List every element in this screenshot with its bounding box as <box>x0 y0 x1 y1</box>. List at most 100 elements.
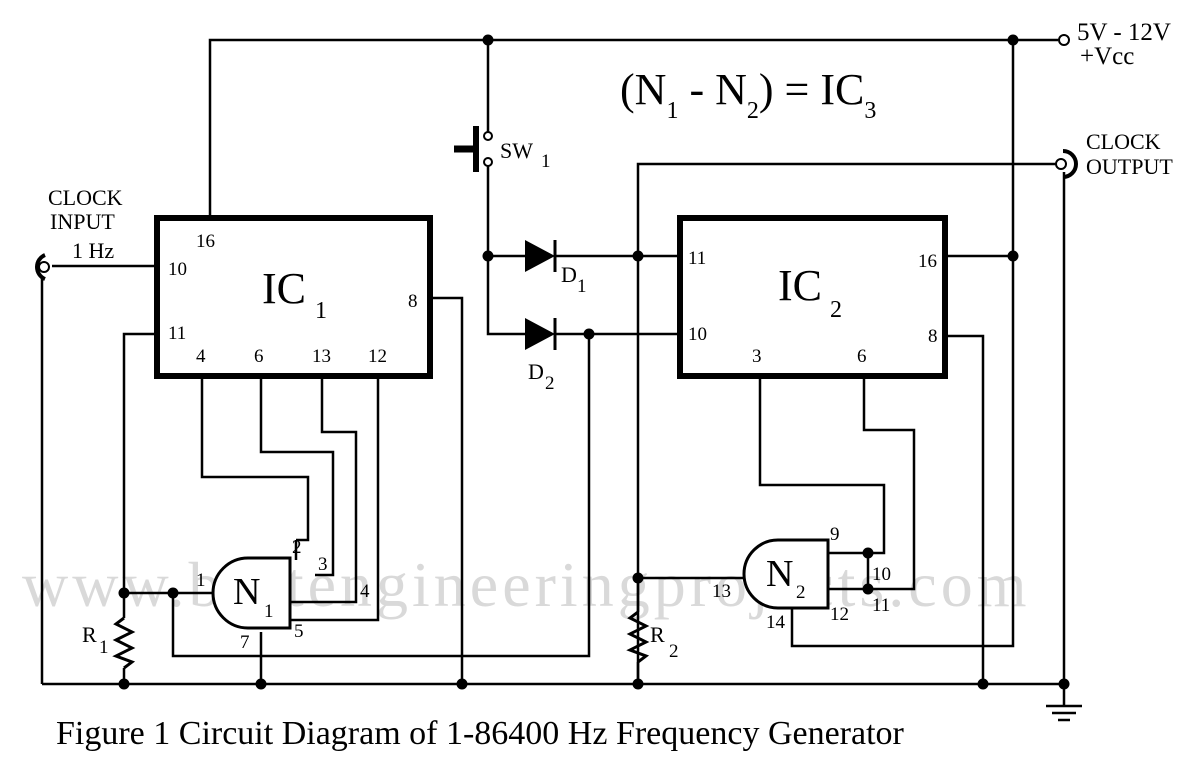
ic2-pin-3: 3 <box>752 346 762 367</box>
n2-pin-14: 14 <box>766 612 786 633</box>
junction-dot <box>1007 250 1019 262</box>
ic1-pin-12: 12 <box>368 346 387 367</box>
junction-dot <box>862 547 874 559</box>
r1-zigzag <box>112 616 136 670</box>
junction-dot <box>482 250 494 262</box>
n2-pin-11: 11 <box>872 595 890 616</box>
r2-zigzag <box>626 610 650 664</box>
ic1-pin4-wire <box>200 376 310 542</box>
n1-label-sub: 1 <box>264 601 274 622</box>
n2-label: N <box>766 553 793 595</box>
gate-n1: N 1 1 2 3 4 5 7 <box>196 537 370 653</box>
n2-pin-10: 10 <box>872 564 891 585</box>
clock-input-jack-pin <box>38 261 50 273</box>
clock-output-jack-arc <box>1062 149 1078 179</box>
n1-pin-7: 7 <box>240 632 250 653</box>
junction-dot <box>1058 678 1070 690</box>
clock-output-jack-pin <box>1055 158 1067 170</box>
vcc-terminal-circle <box>1058 34 1070 46</box>
ic1-pin-6: 6 <box>254 346 264 367</box>
junction-dot <box>583 328 595 340</box>
sw1-label: SW <box>500 138 533 163</box>
ic1-label-sub: 1 <box>315 298 327 324</box>
vcc-rail <box>208 38 1058 218</box>
clock-input-frequency: 1 Hz <box>72 238 114 263</box>
equation-sub2: 2 <box>747 98 759 124</box>
n2-pin-13: 13 <box>712 581 731 602</box>
ic2-label-sub: 2 <box>830 297 842 323</box>
clock-output-wire <box>636 162 1057 682</box>
ic2: IC 2 11 10 16 8 3 6 <box>677 215 948 379</box>
ic1-body <box>154 215 433 379</box>
junction-dots <box>118 34 1070 690</box>
equation-sub1: 1 <box>666 98 678 124</box>
n1-body <box>211 556 292 630</box>
junction-dot <box>167 587 179 599</box>
d1-symbol <box>525 240 555 272</box>
junction-dot <box>482 34 494 46</box>
ic2-pin-10: 10 <box>688 324 707 345</box>
ic1-pin13-wire <box>287 376 358 604</box>
junction-dot <box>118 587 130 599</box>
junction-dot <box>862 583 874 595</box>
clock-input-label-1: CLOCK <box>48 185 123 210</box>
junction-dot <box>255 678 267 690</box>
ic1-pin-8: 8 <box>408 291 418 312</box>
d1-label-sub: 1 <box>577 276 587 297</box>
wires <box>40 38 1066 706</box>
junction-dot <box>118 678 130 690</box>
supply-voltage-label: 5V - 12V <box>1077 19 1171 46</box>
n2-pin-12: 12 <box>830 604 849 625</box>
equation-text: (N1 - N2) = IC3 <box>620 65 876 124</box>
diode-d2: D 2 <box>525 318 557 394</box>
r1-label: R <box>82 622 97 647</box>
equation-rest: ) = IC <box>759 65 864 114</box>
sw1-label-sub: 1 <box>541 151 551 172</box>
n2-label-sub: 2 <box>796 582 806 603</box>
equation-sub3: 3 <box>864 98 876 124</box>
ic2-pin-6: 6 <box>857 346 867 367</box>
r2-label: R <box>650 622 665 647</box>
d2-label: D <box>528 359 544 384</box>
switch-line-bottom <box>486 164 525 336</box>
resistor-r1: R 1 <box>82 616 136 670</box>
clock-output-label-2: OUTPUT <box>1086 154 1173 179</box>
ic1-pin-16: 16 <box>196 231 215 252</box>
ground-symbol <box>1046 704 1082 722</box>
ic1-pin-4: 4 <box>196 346 206 367</box>
vcc-vertical <box>945 40 1015 258</box>
ic1-pin-13: 13 <box>312 346 331 367</box>
equation-n1: N <box>635 65 667 114</box>
n1-input-stubs <box>294 540 298 560</box>
n1-pin-3: 3 <box>318 554 328 575</box>
r1-label-sub: 1 <box>99 637 109 658</box>
sw1-bottom-contact <box>483 157 493 167</box>
ic2-pin6-wire <box>862 376 916 591</box>
reset-feed-wire <box>171 334 591 658</box>
ic2-body <box>677 215 948 379</box>
watermark: www.bestengineeringprojects.com <box>22 549 1030 620</box>
n1-pin-2: 2 <box>292 537 302 558</box>
ic2-pin-16: 16 <box>918 251 937 272</box>
ic1-pin6-wire <box>259 376 335 577</box>
n2-pin14-wire <box>790 256 1015 648</box>
equation-op: - N <box>678 65 746 114</box>
clock-input-jack-arc <box>35 253 46 281</box>
ic1-pin12-wire <box>290 376 380 622</box>
ic1-pin-11: 11 <box>168 323 186 344</box>
n2-body <box>742 538 830 610</box>
n1-pin-1: 1 <box>196 570 206 591</box>
ic2-pin-8: 8 <box>928 326 938 347</box>
ic2-pin3-wire <box>758 376 886 555</box>
r2-label-sub: 2 <box>669 641 679 662</box>
vcc-label: +Vcc <box>1080 43 1134 70</box>
gate-n2: N 2 9 10 11 12 13 14 <box>712 524 891 633</box>
figure-caption: Figure 1 Circuit Diagram of 1-86400 Hz F… <box>56 715 905 752</box>
equation-open: ( <box>620 65 635 114</box>
ic1-label: IC <box>262 264 306 313</box>
vcc-terminal: 5V - 12V +Vcc <box>1058 19 1171 70</box>
junction-dot <box>1007 34 1019 46</box>
sw1-top-contact <box>483 131 493 141</box>
clock-input-jack: CLOCK INPUT 1 Hz <box>35 185 123 281</box>
